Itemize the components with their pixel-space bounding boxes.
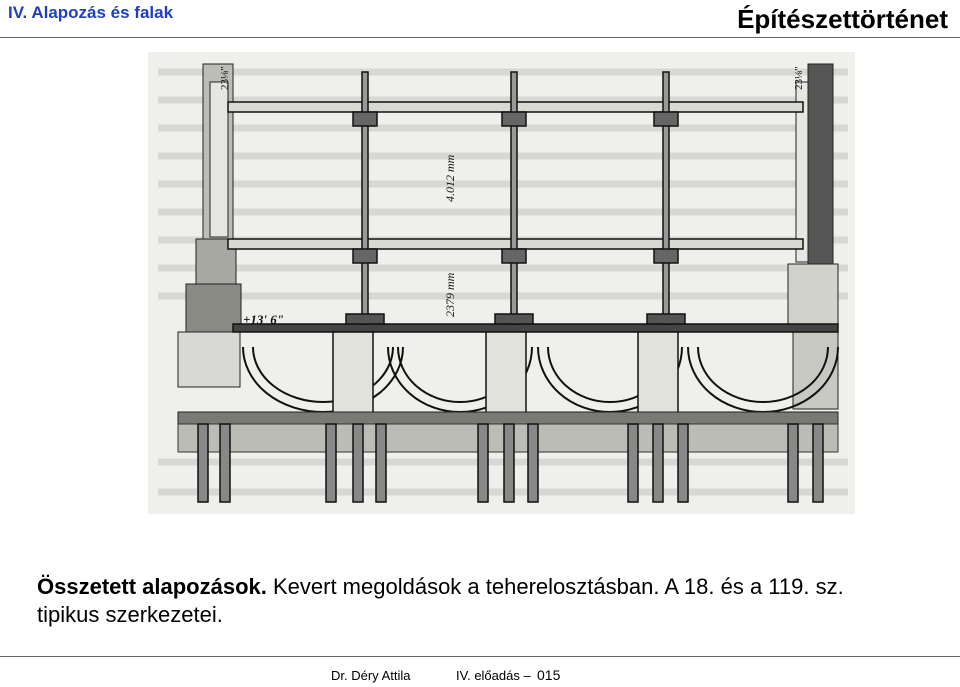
right-wall [787, 63, 839, 410]
foundation-engraving: 23⅛" 23⅛" 4.012 mm 2379 mm +13' 6" [148, 52, 855, 514]
left-wall [177, 63, 242, 388]
section-title: IV. Alapozás és falak [8, 3, 174, 22]
foundation-bed [177, 411, 839, 425]
caption-bold: Összetett alapozások. [37, 574, 267, 599]
level-mark: +13' 6" [243, 312, 284, 327]
dimension-left-top: 23⅛" [219, 66, 231, 90]
page-number: 015 [537, 667, 561, 683]
caption-line2: tipikus szerkezetei. [37, 602, 223, 627]
columns [345, 71, 686, 325]
course-title: Építészettörténet [737, 4, 948, 34]
header-divider [0, 37, 960, 38]
footer-lecture: IV. előadás – [456, 668, 531, 683]
footer-divider [0, 656, 960, 657]
dimension-right-top: 23⅛" [793, 66, 805, 90]
piles [197, 423, 824, 503]
caption-line1: Kevert megoldások a teherelosztásban. A … [266, 574, 844, 599]
arch-piers [332, 331, 679, 418]
slide-caption: Összetett alapozások. Kevert megoldások … [37, 573, 937, 629]
dimension-column-upper: 4.012 mm [443, 154, 457, 202]
footer-author: Dr. Déry Attila [331, 668, 411, 683]
dimension-column-lower: 2379 mm [443, 272, 457, 317]
